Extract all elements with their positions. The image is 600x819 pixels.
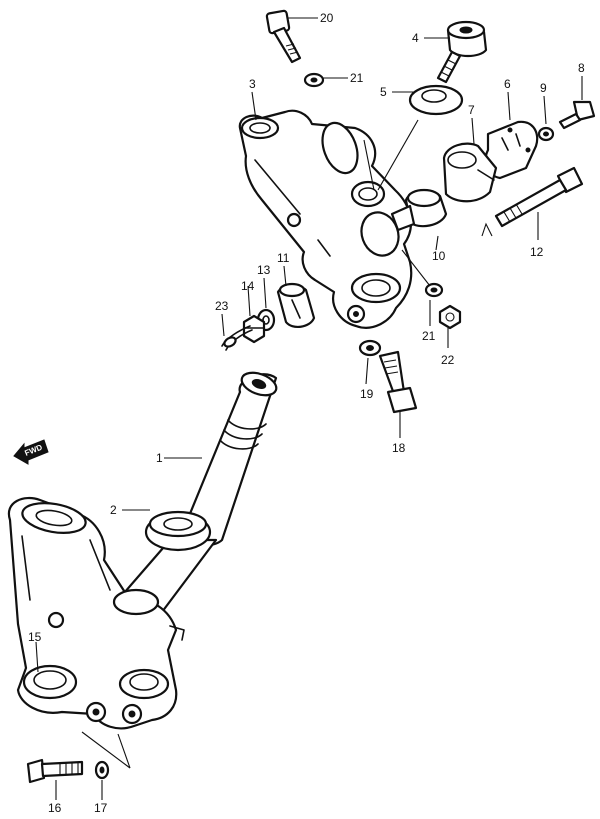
callout-2: 2 [110,503,117,517]
washer-5 [408,84,464,116]
callout-3: 3 [249,77,256,91]
lower-bracket [7,496,185,730]
bolt-20 [265,9,302,64]
callout-17: 17 [94,801,108,815]
callout-9: 9 [540,81,547,95]
leader-lines [35,17,583,800]
callout-21-top: 21 [350,71,364,85]
steering-stem [116,371,278,614]
cap-bolt-4 [436,20,488,84]
bearing-2 [144,510,212,552]
bolt-12 [481,166,584,237]
callout-5: 5 [380,85,387,99]
cushion-10 [390,188,448,232]
upper-bracket [238,109,413,329]
nut-22 [438,304,462,330]
callout-22: 22 [441,353,455,367]
castle-nut-14 [242,314,266,344]
cotter-pin-23 [221,325,253,351]
callout-14: 14 [241,279,255,293]
callout-23: 23 [215,299,229,313]
callout-21-mid: 21 [422,329,436,343]
callout-20: 20 [320,11,334,25]
callout-12: 12 [530,245,544,259]
callout-8: 8 [578,61,585,75]
callout-16: 16 [48,801,62,815]
bolt-8 [558,100,596,130]
bolt-16 [26,758,84,784]
bolt-18 [378,350,418,414]
callout-19: 19 [360,387,374,401]
callout-18: 18 [392,441,406,455]
callout-15: 15 [28,630,42,644]
callout-7: 7 [468,103,475,117]
bracket-11 [276,282,316,328]
callout-4: 4 [412,31,419,45]
callout-13: 13 [257,263,271,277]
callout-6: 6 [504,77,511,91]
fwd-arrow-icon: FWD [13,439,49,465]
clamp-7 [442,142,498,203]
callout-labels: 20 4 21 5 3 6 8 9 7 10 12 11 13 14 23 21… [28,11,585,815]
callout-1: 1 [156,451,163,465]
callout-10: 10 [432,249,446,263]
callout-11: 11 [277,251,290,265]
